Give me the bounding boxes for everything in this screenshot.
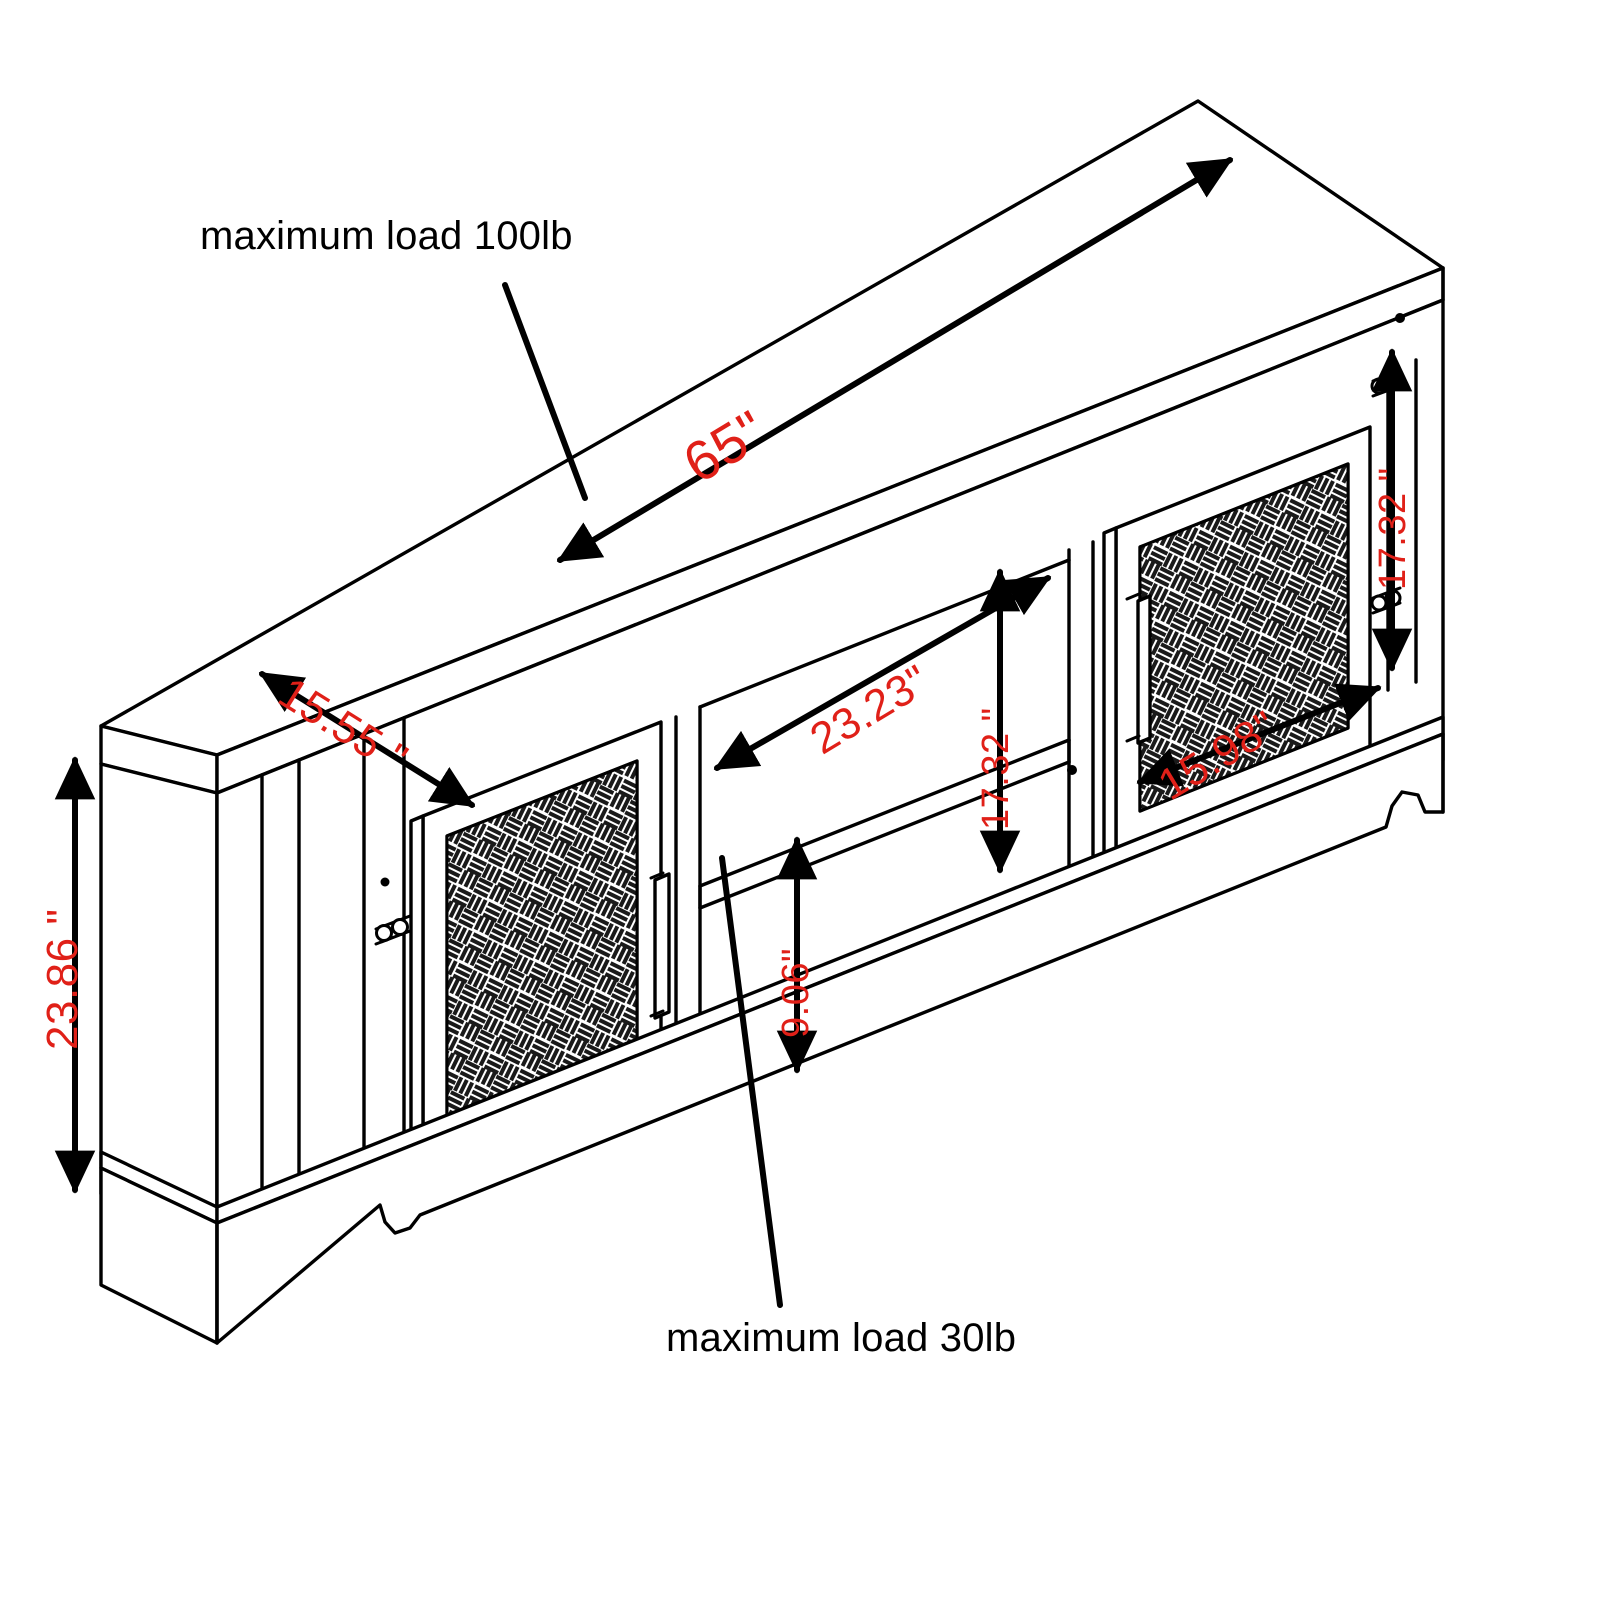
left-door-hinge-top	[374, 914, 412, 946]
overall-width-dimension-line	[556, 157, 1234, 563]
left-door-handle[interactable]	[649, 871, 671, 1020]
center-opening-height-dimension-label: 17.32 "	[975, 707, 1017, 830]
left-front-stile	[260, 716, 406, 1233]
overall-height-dimension-label: 23.86 "	[38, 908, 87, 1050]
overall-depth-dimension-line	[258, 671, 476, 808]
max-load-top-label: maximum load 100lb	[200, 214, 573, 258]
base-plinth	[99, 715, 1445, 1345]
cabinet-door-height-dimension-label: 17.32 "	[1372, 467, 1414, 590]
top-load-leader-line	[502, 282, 588, 501]
shelf-load-leader-line	[719, 855, 783, 1308]
max-load-shelf-label: maximum load 30lb	[666, 1316, 1017, 1360]
shelf-clearance-dimension-label: 9.06"	[775, 948, 817, 1038]
cabinet-door-width-dimension-line	[1136, 683, 1382, 787]
